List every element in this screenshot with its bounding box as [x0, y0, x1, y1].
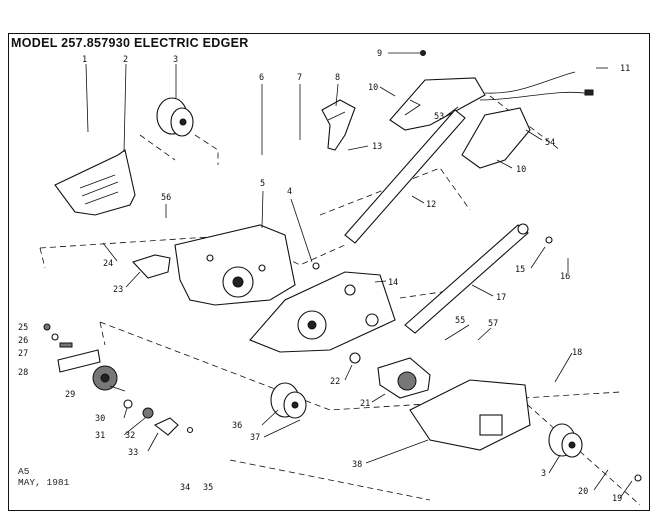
callout-16: 16 [560, 272, 570, 282]
part-gear-29 [92, 365, 118, 391]
part-power-cord [479, 71, 594, 101]
callout-38: 38 [352, 460, 362, 470]
part-wheel-36 [270, 382, 307, 419]
callout-35: 35 [203, 483, 213, 493]
callout-23: 23 [113, 285, 123, 295]
callout-26: 26 [18, 336, 28, 346]
part-switch-housing-upper [389, 77, 486, 131]
part-motor [377, 357, 431, 399]
part-switch-housing-lower [461, 107, 531, 169]
part-wheel-lower [548, 423, 583, 458]
part-23-bracket [132, 254, 171, 279]
callout-55: 55 [455, 316, 465, 326]
callout-3-lower: 3 [541, 469, 546, 479]
callout-29: 29 [65, 390, 75, 400]
drawing-code: A5 [18, 466, 30, 477]
part-lower-tube [404, 223, 529, 334]
callout-37: 37 [250, 433, 260, 443]
callout-31: 31 [95, 431, 105, 441]
callout-3-upper: 3 [173, 55, 178, 65]
drawing-date: MAY, 1981 [18, 477, 70, 488]
callout-4: 4 [287, 187, 292, 197]
callout-22: 22 [330, 377, 340, 387]
callout-18: 18 [572, 348, 582, 358]
part-base-housing [409, 379, 531, 451]
part-guard-plate [54, 149, 136, 216]
callout-36: 36 [232, 421, 242, 431]
callout-2: 2 [123, 55, 128, 65]
callout-53: 53 [434, 112, 444, 122]
callout-34: 34 [180, 483, 190, 493]
callout-27: 27 [18, 349, 28, 359]
callout-12: 12 [426, 200, 436, 210]
diagram-frame [8, 33, 650, 511]
part-blade-housing [174, 224, 296, 306]
callout-10-lower: 10 [516, 165, 526, 175]
callout-10-upper: 10 [368, 83, 378, 93]
callout-20: 20 [578, 487, 588, 497]
part-handle-grip [321, 99, 356, 151]
callout-6: 6 [259, 73, 264, 83]
callout-28: 28 [18, 368, 28, 378]
callout-labels: 1 2 3 6 7 8 9 10 11 53 54 10 13 5 4 12 5… [18, 49, 630, 504]
callout-25: 25 [18, 323, 28, 333]
callout-15: 15 [515, 265, 525, 275]
part-wheel-upper [156, 97, 194, 137]
part-main-frame [249, 271, 396, 353]
callout-24: 24 [103, 259, 113, 269]
callout-5: 5 [260, 179, 265, 189]
callout-8: 8 [335, 73, 340, 83]
small-hardware [43, 50, 642, 482]
callout-9: 9 [377, 49, 382, 59]
callout-14: 14 [388, 278, 398, 288]
callout-56: 56 [161, 193, 171, 203]
callout-30: 30 [95, 414, 105, 424]
callout-21: 21 [360, 399, 370, 409]
callout-leaders [85, 52, 633, 499]
part-plate-28 [57, 349, 101, 373]
callout-19: 19 [612, 494, 622, 504]
callout-32: 32 [125, 431, 135, 441]
callout-11: 11 [620, 64, 630, 74]
callout-1: 1 [82, 55, 87, 65]
callout-17: 17 [496, 293, 506, 303]
callout-33: 33 [128, 448, 138, 458]
part-upper-tube [344, 109, 466, 244]
callout-7: 7 [297, 73, 302, 83]
callout-54: 54 [545, 138, 555, 148]
diagram-title: MODEL 257.857930 ELECTRIC EDGER [11, 36, 249, 50]
callout-13: 13 [372, 142, 382, 152]
callout-57: 57 [488, 319, 498, 329]
